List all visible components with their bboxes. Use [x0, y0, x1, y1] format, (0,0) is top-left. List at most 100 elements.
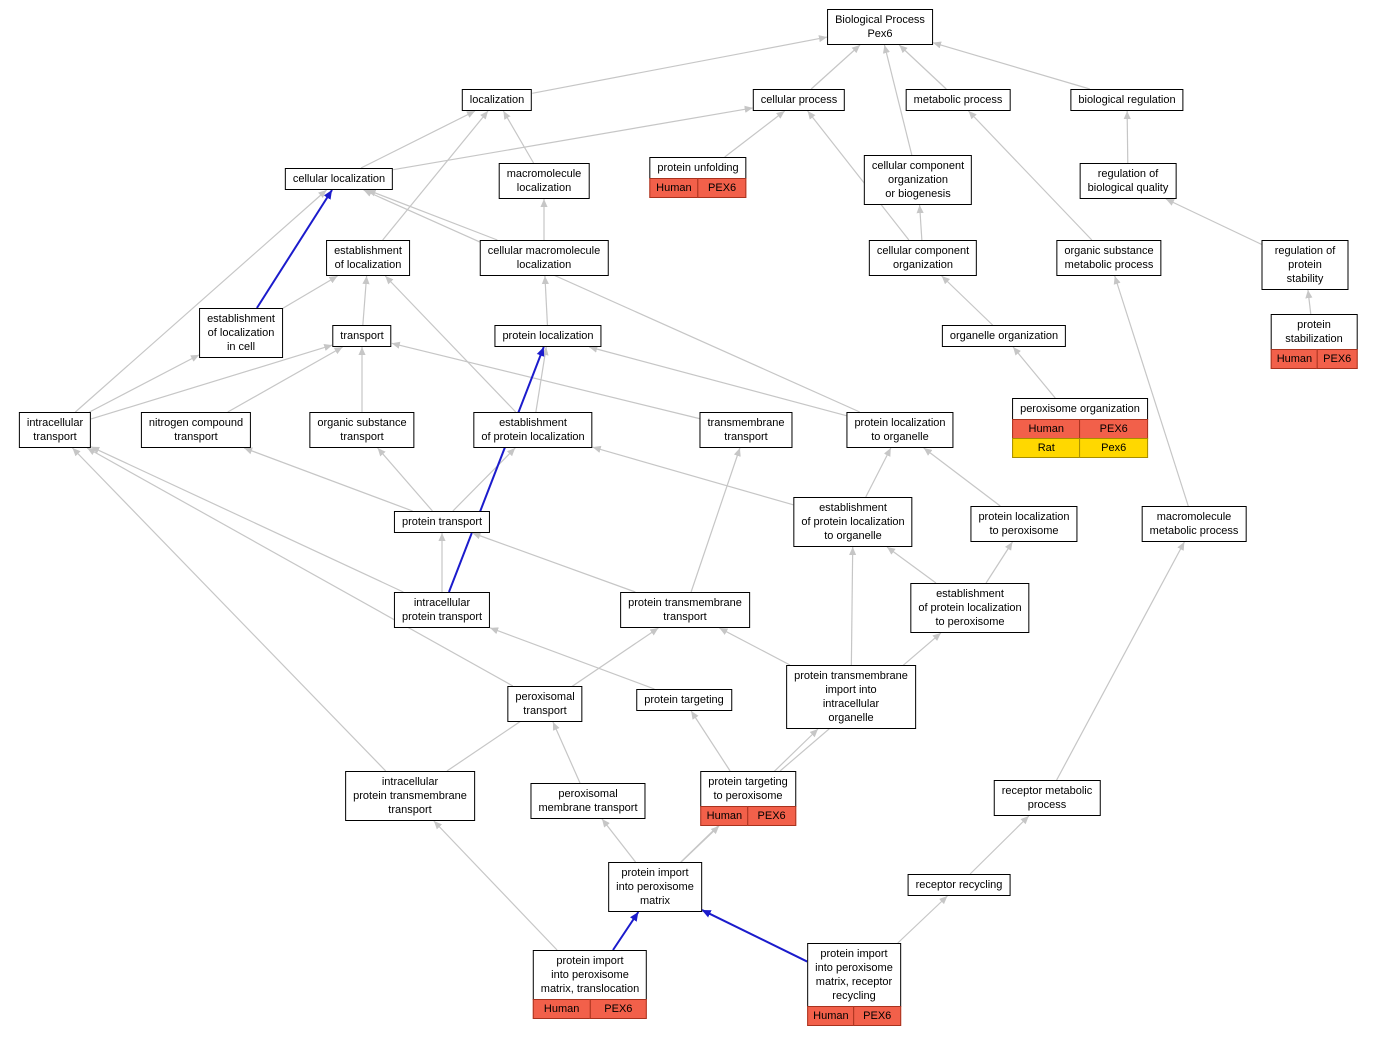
edge-organelle-organization-to-cellular-component-organization — [941, 275, 993, 326]
annotation-source[interactable]: Human — [1270, 349, 1319, 369]
go-term-receptor-metabolic-process[interactable]: receptor metabolic process — [993, 780, 1101, 816]
edge-protein-stabilization-to-regulation-protein-stability — [1305, 289, 1313, 315]
go-term-est-loc-in-cell[interactable]: establishment of localization in cell — [199, 308, 283, 358]
go-term-receptor-recycling[interactable]: receptor recycling — [907, 874, 1011, 896]
go-term-label: protein targeting to peroxisome — [700, 771, 796, 807]
go-term-label: cellular process — [752, 89, 846, 111]
go-term-label: intracellular transport — [18, 412, 92, 448]
go-term-ptm-import-intracellular-organelle[interactable]: protein transmembrane import into intrac… — [786, 665, 916, 729]
edge-biological-regulation-to-bp — [932, 41, 1090, 90]
edge-metabolic-process-to-bp — [898, 44, 947, 90]
edge-est-protein-loc-organelle-to-est-protein-localization — [592, 445, 794, 506]
edge-localization-to-bp — [532, 35, 828, 94]
go-term-pipm-translocation[interactable]: protein import into peroxisome matrix, t… — [532, 950, 648, 1019]
annotation-source[interactable]: Human — [807, 1006, 855, 1026]
go-term-est-protein-loc-peroxisome[interactable]: establishment of protein localization to… — [910, 583, 1030, 633]
edge-nitrogen-compound-transport-to-transport — [227, 346, 343, 413]
go-term-establishment-localization[interactable]: establishment of localization — [326, 240, 410, 276]
go-term-regulation-bio-quality[interactable]: regulation of biological quality — [1079, 163, 1177, 199]
edge-ptm-import-intracellular-organelle-to-est-protein-loc-organelle — [849, 546, 857, 666]
annotation-gene[interactable]: PEX6 — [853, 1006, 901, 1026]
go-term-cellular-process[interactable]: cellular process — [752, 89, 846, 111]
go-term-label: protein localization to peroxisome — [970, 506, 1078, 542]
go-term-localization[interactable]: localization — [461, 89, 533, 111]
edge-peroxisomal-membrane-transport-to-peroxisomal-transport — [552, 721, 581, 784]
edge-protein-localization-to-cellular-macromolecule-localization — [541, 275, 549, 326]
go-term-bp[interactable]: Biological Process Pex6 — [827, 9, 933, 45]
go-term-protein-transmembrane-transport[interactable]: protein transmembrane transport — [620, 592, 750, 628]
go-term-cellular-component-organization[interactable]: cellular component organization — [868, 240, 978, 276]
edge-intracellular-protein-transport-to-protein-localization — [448, 346, 545, 593]
annotation-gene[interactable]: Pex6 — [1079, 438, 1148, 458]
annotation-gene[interactable]: PEX6 — [747, 806, 796, 826]
go-term-protein-transport[interactable]: protein transport — [393, 511, 491, 533]
go-term-label: receptor recycling — [907, 874, 1011, 896]
edge-transport-to-establishment-localization — [362, 275, 370, 326]
go-term-est-protein-localization[interactable]: establishment of protein localization — [473, 412, 593, 448]
edge-protein-unfolding-to-cellular-process — [724, 110, 786, 158]
annotation-source[interactable]: Human — [532, 999, 591, 1019]
go-term-cellular-macromolecule-localization[interactable]: cellular macromolecule localization — [479, 240, 609, 276]
go-term-label: protein import into peroxisome matrix — [608, 862, 702, 912]
go-term-cc-org-biogenesis[interactable]: cellular component organization or bioge… — [863, 155, 973, 205]
annotation-source[interactable]: Rat — [1012, 438, 1081, 458]
go-term-biological-regulation[interactable]: biological regulation — [1070, 89, 1184, 111]
go-term-peroxisomal-membrane-transport[interactable]: peroxisomal membrane transport — [530, 783, 646, 819]
go-term-protein-loc-organelle[interactable]: protein localization to organelle — [846, 412, 954, 448]
go-term-label: metabolic process — [905, 89, 1011, 111]
go-term-label: protein unfolding — [649, 157, 747, 179]
go-term-label: protein import into peroxisome matrix, r… — [807, 943, 901, 1007]
go-term-macromolecule-localization[interactable]: macromolecule localization — [498, 163, 590, 199]
go-term-pipm-receptor-recycling[interactable]: protein import into peroxisome matrix, r… — [807, 943, 901, 1026]
go-term-intracellular-protein-transport[interactable]: intracellular protein transport — [393, 592, 491, 628]
go-term-protein-loc-peroxisome[interactable]: protein localization to peroxisome — [970, 506, 1078, 542]
edge-est-protein-loc-peroxisome-to-est-protein-loc-organelle — [886, 546, 937, 584]
annotation-source[interactable]: Human — [649, 178, 699, 198]
go-term-nitrogen-compound-transport[interactable]: nitrogen compound transport — [140, 412, 252, 448]
edge-intracellular-transport-to-cellular-localization — [74, 189, 327, 413]
go-term-label: protein stabilization — [1270, 314, 1358, 350]
edge-cellular-localization-to-localization — [360, 110, 476, 169]
go-term-intracellular-transport[interactable]: intracellular transport — [18, 412, 92, 448]
go-term-transport[interactable]: transport — [332, 325, 392, 347]
edge-protein-transmembrane-transport-to-protein-transport — [472, 532, 636, 593]
go-term-organelle-organization[interactable]: organelle organization — [941, 325, 1067, 347]
go-term-label: macromolecule metabolic process — [1141, 506, 1247, 542]
edge-ptm-import-intracellular-organelle-to-protein-transmembrane-transport — [719, 627, 791, 666]
edge-transmembrane-transport-to-transport — [391, 341, 700, 420]
go-term-organic-substance-metabolic[interactable]: organic substance metabolic process — [1056, 240, 1162, 276]
edge-cellular-process-to-bp — [810, 44, 861, 90]
annotation-gene[interactable]: PEX6 — [697, 178, 747, 198]
annotation-gene[interactable]: PEX6 — [1079, 419, 1148, 439]
go-term-transmembrane-transport[interactable]: transmembrane transport — [699, 412, 793, 448]
go-term-peroxisomal-transport[interactable]: peroxisomal transport — [507, 686, 583, 722]
go-term-intracellular-ptm-transport[interactable]: intracellular protein transmembrane tran… — [345, 771, 475, 821]
edge-protein-targeting-to-intracellular-protein-transport — [489, 627, 655, 690]
edge-receptor-metabolic-process-to-macromolecule-metabolic — [1056, 541, 1185, 781]
go-term-protein-localization[interactable]: protein localization — [494, 325, 602, 347]
go-term-label: protein transmembrane transport — [620, 592, 750, 628]
go-term-protein-import-perox-matrix[interactable]: protein import into peroxisome matrix — [608, 862, 702, 912]
annotation-source[interactable]: Human — [1012, 419, 1081, 439]
annotation-gene[interactable]: PEX6 — [1317, 349, 1358, 369]
go-term-label: protein localization to organelle — [846, 412, 954, 448]
go-term-label: establishment of protein localization to… — [793, 497, 913, 547]
edge-protein-loc-peroxisome-to-protein-loc-organelle — [923, 447, 1001, 507]
go-term-est-protein-loc-organelle[interactable]: establishment of protein localization to… — [793, 497, 913, 547]
go-term-regulation-protein-stability[interactable]: regulation of protein stability — [1261, 240, 1349, 290]
go-term-protein-targeting[interactable]: protein targeting — [636, 689, 732, 711]
go-term-cellular-localization[interactable]: cellular localization — [284, 168, 394, 190]
go-term-organic-substance-transport[interactable]: organic substance transport — [309, 412, 415, 448]
annotation-source[interactable]: Human — [700, 806, 749, 826]
go-term-macromolecule-metabolic[interactable]: macromolecule metabolic process — [1141, 506, 1247, 542]
go-term-label: protein import into peroxisome matrix, t… — [532, 950, 648, 1000]
go-term-metabolic-process[interactable]: metabolic process — [905, 89, 1011, 111]
annotation-gene[interactable]: PEX6 — [589, 999, 648, 1019]
go-term-label: macromolecule localization — [498, 163, 590, 199]
